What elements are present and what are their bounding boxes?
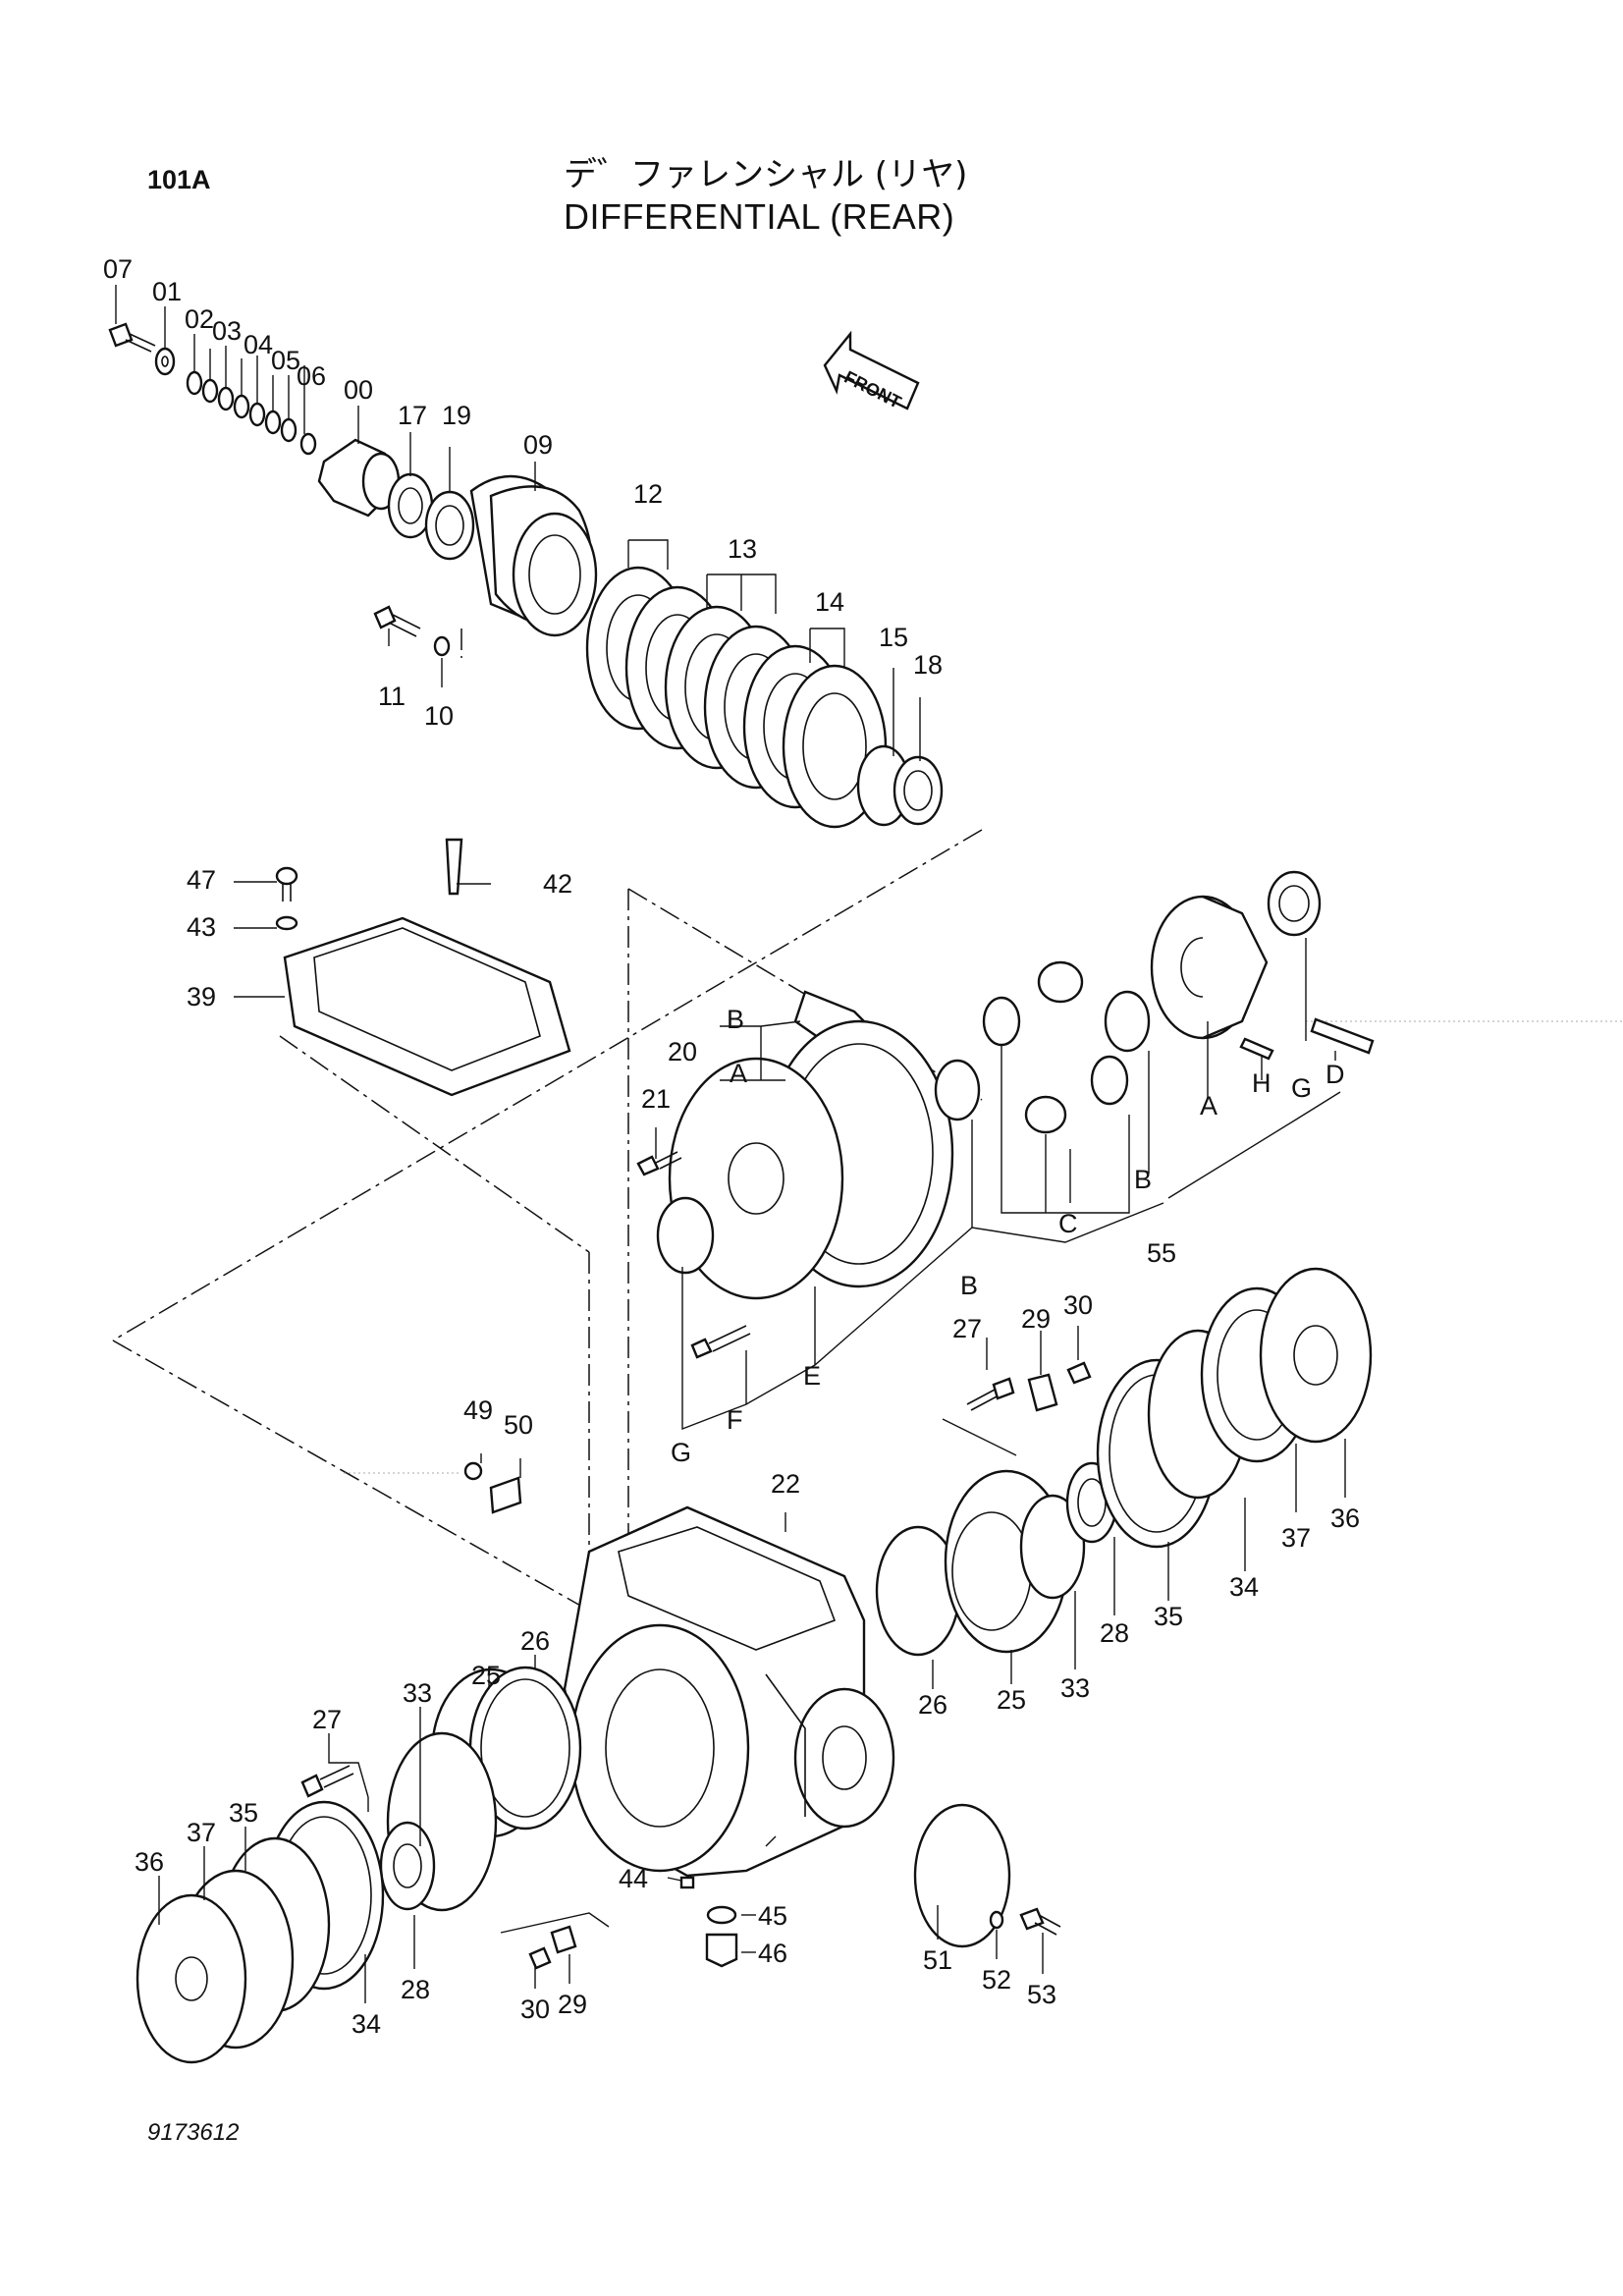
callout-28-left: 28 — [401, 1975, 430, 2004]
page-number: 101A — [147, 165, 211, 194]
callout-37-right: 37 — [1281, 1523, 1311, 1553]
callout-37-left: 37 — [187, 1818, 216, 1847]
callout-20: 20 — [668, 1037, 697, 1066]
label-E: E — [803, 1361, 821, 1391]
callout-19: 19 — [442, 401, 471, 430]
label-D: D — [1325, 1060, 1345, 1089]
callout-26-right: 26 — [918, 1690, 947, 1720]
callout-33-right: 33 — [1060, 1673, 1090, 1703]
callout-15: 15 — [879, 623, 908, 652]
title-japanese: デ゛ファレンシャル (リヤ) — [564, 155, 968, 194]
callout-27-left: 27 — [312, 1705, 342, 1734]
callout-50: 50 — [504, 1410, 533, 1440]
callout-35-right: 35 — [1154, 1602, 1183, 1631]
callout-49: 49 — [463, 1395, 493, 1425]
callout-17: 17 — [398, 401, 427, 430]
callout-34-right: 34 — [1229, 1572, 1259, 1602]
callout-12: 12 — [633, 479, 663, 509]
label-G-bearing: G — [1291, 1073, 1312, 1103]
callout-51: 51 — [923, 1945, 952, 1975]
callout-29-right: 29 — [1021, 1304, 1051, 1334]
callout-47: 47 — [187, 865, 216, 895]
callout-33-left: 33 — [403, 1678, 432, 1708]
callout-35-left: 35 — [229, 1798, 258, 1828]
callout-29-left: 29 — [558, 1990, 587, 2019]
callout-45: 45 — [758, 1901, 787, 1931]
callout-25-left: 25 — [471, 1661, 501, 1690]
callout-10: 10 — [424, 701, 454, 731]
callout-46: 46 — [758, 1939, 787, 1968]
callout-09: 09 — [523, 430, 553, 460]
callout-labels: 07 01 02 03 04 05 06 00 17 19 09 11 10 1… — [103, 254, 1360, 2039]
axle-housing — [463, 1461, 895, 1968]
differential-gears-group — [636, 870, 1375, 1359]
leader-lines — [115, 285, 1346, 2003]
label-F: F — [727, 1405, 743, 1435]
callout-05: 05 — [271, 346, 300, 375]
callout-04: 04 — [243, 330, 273, 359]
top-cover-group — [275, 838, 571, 1097]
label-B-lower: B — [960, 1271, 978, 1300]
callout-07: 07 — [103, 254, 133, 284]
label-B-sidegear: B — [1134, 1165, 1152, 1194]
callout-25-right: 25 — [997, 1685, 1026, 1715]
callout-18: 18 — [913, 650, 943, 680]
callout-28-right: 28 — [1100, 1618, 1129, 1648]
callout-30-right: 30 — [1063, 1290, 1093, 1320]
callout-14: 14 — [815, 587, 844, 617]
callout-03: 03 — [212, 316, 242, 346]
callout-42: 42 — [543, 869, 572, 899]
callout-27-right: 27 — [952, 1314, 982, 1343]
label-B-pinion: B — [727, 1005, 744, 1034]
callout-36-right: 36 — [1330, 1503, 1360, 1533]
label-C: C — [1058, 1209, 1078, 1238]
drawing-number: 9173612 — [147, 2119, 240, 2146]
callout-55: 55 — [1147, 1238, 1176, 1268]
assembly-lines — [112, 629, 1623, 1612]
callout-02: 02 — [185, 304, 214, 334]
callout-21: 21 — [641, 1084, 671, 1114]
callout-01: 01 — [152, 277, 182, 306]
front-arrow-icon: FRONT — [823, 330, 920, 412]
callout-22: 22 — [771, 1469, 800, 1499]
callout-39: 39 — [187, 982, 216, 1011]
label-H: H — [1252, 1068, 1271, 1098]
label-A-case: A — [1200, 1091, 1217, 1121]
callout-43: 43 — [187, 912, 216, 942]
callout-30-left: 30 — [520, 1995, 550, 2024]
label-A-ringgear: A — [730, 1059, 747, 1088]
callout-06: 06 — [297, 361, 326, 391]
callout-11: 11 — [378, 682, 406, 711]
callout-00: 00 — [344, 375, 373, 405]
callout-26-left: 26 — [520, 1626, 550, 1656]
label-G-lower: G — [671, 1438, 691, 1467]
callout-36-left: 36 — [135, 1847, 164, 1877]
title-english: DIFFERENTIAL (REAR) — [564, 196, 955, 237]
right-brake-group — [875, 1267, 1373, 1948]
callout-44: 44 — [619, 1864, 648, 1893]
callout-34-left: 34 — [352, 2009, 381, 2039]
callout-52: 52 — [982, 1965, 1011, 1995]
callout-53: 53 — [1027, 1980, 1056, 2009]
drive-flange-group — [108, 322, 944, 829]
callout-13: 13 — [728, 534, 757, 564]
